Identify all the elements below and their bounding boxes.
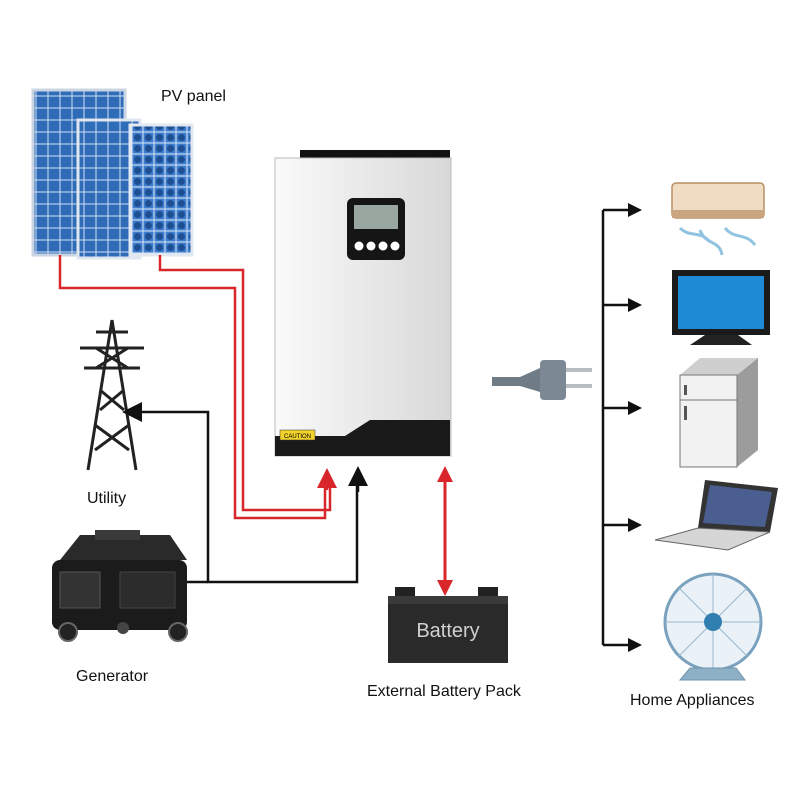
battery-pack-label: External Battery Pack xyxy=(367,683,521,700)
air-conditioner-icon xyxy=(671,182,765,256)
battery-icon xyxy=(388,587,508,663)
tv-icon xyxy=(672,270,770,345)
inverter-icon xyxy=(274,150,452,457)
generator-label: Generator xyxy=(76,668,149,685)
home-appliances-label: Home Appliances xyxy=(630,692,755,709)
pv-dc-line xyxy=(58,255,337,520)
caution-label: CAUTION xyxy=(284,434,311,440)
distribution-bus xyxy=(601,208,632,647)
bus-arrows xyxy=(628,203,642,652)
laptop-icon xyxy=(654,480,778,551)
fan-icon xyxy=(663,572,763,681)
refrigerator-icon xyxy=(679,358,758,468)
pv-panel-label: PV panel xyxy=(161,88,226,105)
battery-line xyxy=(437,466,453,596)
utility-label: Utility xyxy=(87,490,127,507)
generator-icon xyxy=(52,530,188,642)
pv-panel-icon xyxy=(31,88,194,260)
utility-tower-icon xyxy=(80,319,144,471)
plug-icon xyxy=(492,360,592,400)
battery-label: Battery xyxy=(416,620,479,642)
